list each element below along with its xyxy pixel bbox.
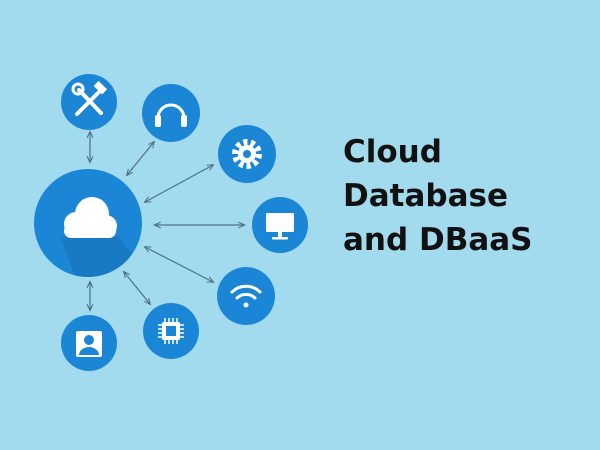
title-line-1: Cloud <box>343 134 442 170</box>
node-tools <box>61 74 117 130</box>
node-chip <box>143 303 199 359</box>
user-icon <box>76 331 102 357</box>
node-wifi <box>217 267 275 325</box>
connector-arrows <box>90 132 244 310</box>
node-headphones <box>142 84 200 142</box>
headphones-icon <box>155 103 187 127</box>
node-monitor <box>252 197 308 253</box>
arrow-wifi <box>145 247 213 282</box>
cloud-icon <box>64 197 117 238</box>
gear-icon <box>232 139 262 169</box>
arrow-settings <box>145 165 213 202</box>
title-line-3: and DBaaS <box>343 222 533 258</box>
hammer-wrench-icon <box>71 80 108 116</box>
wifi-icon <box>230 284 262 308</box>
node-settings <box>218 125 276 183</box>
node-user <box>61 315 117 371</box>
arrow-chip <box>124 272 150 304</box>
arrow-headphones <box>127 142 154 175</box>
diagram-title: Cloud Database and DBaaS <box>343 130 533 262</box>
cloud-hub <box>34 169 142 277</box>
title-line-2: Database <box>343 178 508 214</box>
chip-icon <box>158 318 184 344</box>
monitor-icon <box>266 213 294 240</box>
